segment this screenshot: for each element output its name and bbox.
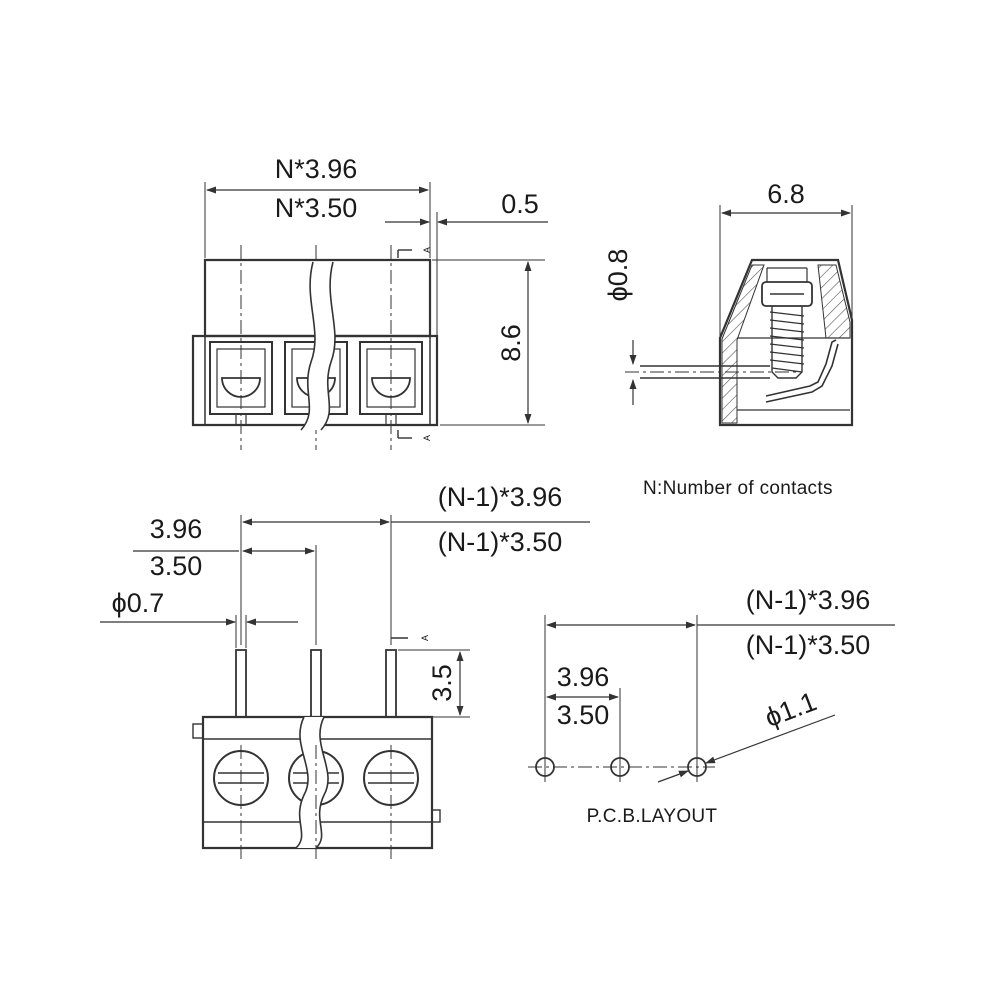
bottom-view: A (N-1)*3.96 (N-1)*3.50 3.96 3.50 ϕ0.7 3… (100, 482, 590, 862)
pcb-span-350-label: (N-1)*3.50 (746, 630, 871, 660)
contacts-note: N:Number of contacts (643, 478, 833, 499)
pcb-layout: (N-1)*3.96 (N-1)*3.50 3.96 3.50 ϕ1.1 P.C… (528, 585, 895, 827)
pcb-pitch-350-label: 3.50 (557, 700, 610, 730)
side-depth-label: 6.8 (767, 179, 805, 209)
front-section-mark-bottom: A (422, 435, 432, 441)
pcb-pitch-396-label: 3.96 (557, 662, 610, 692)
bottom-pitch-350-label: 3.50 (150, 551, 203, 581)
side-view: ϕ0.8 6.8 (603, 179, 854, 427)
front-offset-label: 0.5 (501, 189, 539, 219)
bottom-pin-dia-label: ϕ0.7 (112, 588, 165, 618)
bottom-pitch-396-label: 3.96 (150, 514, 203, 544)
front-width-350-label: N*3.50 (275, 193, 358, 223)
bottom-pin-length-label: 3.5 (427, 664, 457, 702)
front-height-label: 8.6 (496, 324, 526, 362)
pcb-hole-dia-label: ϕ1.1 (761, 686, 821, 733)
front-view: A A N*3.96 N*3.50 0.5 8.6 (191, 154, 548, 450)
bottom-section-mark: A (420, 635, 430, 641)
pcb-span-396-label: (N-1)*3.96 (746, 585, 871, 615)
bottom-span-350-label: (N-1)*3.50 (438, 527, 563, 557)
side-wire-dia-label: ϕ0.8 (603, 249, 633, 302)
front-section-mark-top: A (422, 247, 432, 253)
pcb-layout-caption: P.C.B.LAYOUT (587, 806, 718, 827)
front-width-396-label: N*3.96 (275, 154, 358, 184)
bottom-span-396-label: (N-1)*3.96 (438, 482, 563, 512)
